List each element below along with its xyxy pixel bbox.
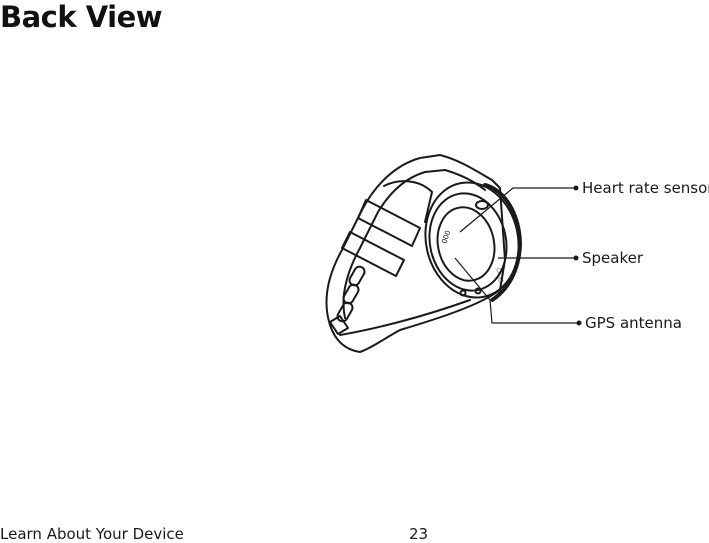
footer-page-number: 23	[409, 525, 429, 543]
band-keeper	[341, 231, 405, 277]
callout-label-gps-antenna: GPS antenna	[585, 314, 682, 332]
footer-section-title: Learn About Your Device	[0, 525, 184, 543]
watch-back-cover	[428, 192, 508, 292]
page-title: Back View	[0, 0, 163, 34]
svg-text:000: 000	[440, 229, 452, 244]
heart-rate-sensor-window	[475, 200, 489, 210]
callout-line-gps-antenna	[454, 257, 578, 324]
callout-dot	[576, 320, 582, 326]
callout-label-speaker: Speaker	[582, 249, 644, 267]
band-keeper	[357, 199, 421, 247]
svg-text:○○○: ○○○	[495, 267, 505, 284]
callout-dot	[573, 255, 579, 261]
callout-dot	[573, 185, 579, 191]
callout-label-heart-rate-sensor: Heart rate sensor	[582, 179, 709, 197]
callout-line-heart-rate-sensor	[459, 187, 574, 233]
rotating-bezel	[483, 183, 522, 302]
band-hole	[336, 301, 354, 323]
